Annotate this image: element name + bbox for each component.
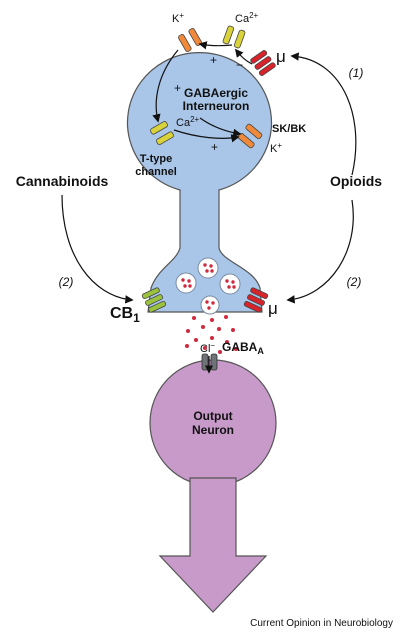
ca-top-label: Ca2+ <box>235 11 259 25</box>
interneuron-label-line1: GABAergic <box>184 86 248 100</box>
synaptic-vesicles <box>175 257 241 315</box>
cb1-receptor-icon <box>141 287 167 313</box>
pathway-arrows <box>61 52 357 374</box>
released-gaba <box>185 315 238 354</box>
opioids-label: Opioids <box>330 173 382 189</box>
cannabinoids-path-2-arrow <box>61 194 134 304</box>
mu-bottom-label: μ <box>268 299 278 318</box>
path-2-right-label: (2) <box>347 275 362 289</box>
mu-to-ca-inhibition-arrow <box>234 48 253 65</box>
gaba-a-label: GABAA <box>222 340 264 356</box>
minus-sign: − <box>236 58 243 72</box>
ttype-to-skbk-arrow <box>173 129 240 143</box>
signalling-arrows <box>152 41 253 143</box>
ca-inner-label: Ca2+ <box>176 115 200 129</box>
output-label-line1: Output <box>193 409 232 423</box>
cl-label: Cl− <box>200 341 215 355</box>
credit-label: Current Opinion in Neurobiology <box>250 618 393 629</box>
vesicle-contents <box>181 263 236 310</box>
opioids-path-1-arrow <box>290 52 357 176</box>
sk-bk-label: SK/BK <box>272 123 306 135</box>
plus-sign-3: + <box>211 140 218 154</box>
k-to-ttype-arrow <box>152 49 179 123</box>
ca-to-k-arrow <box>198 41 233 50</box>
output-label-line2: Neuron <box>192 423 234 437</box>
cb1-label: CB1 <box>110 305 140 325</box>
output-arrow-shape <box>158 477 268 613</box>
mu-receptor-bottom-icon <box>243 287 269 313</box>
interneuron-label-line2: Interneuron <box>183 99 250 113</box>
ttype-label-line1: T-type <box>140 153 172 165</box>
k-right-label: K+ <box>270 141 282 155</box>
cannabinoids-label: Cannabinoids <box>16 173 109 189</box>
mu-receptor-top-icon <box>250 50 276 76</box>
plus-sign-2: + <box>174 81 181 95</box>
inner-ca-arrow <box>199 117 242 138</box>
ca-channel-top-icon <box>222 25 246 49</box>
k-channel-top-icon <box>178 28 202 52</box>
output-neuron <box>149 359 277 613</box>
path-1-label: (1) <box>349 66 364 80</box>
path-2-left-label: (2) <box>59 275 74 289</box>
opioids-path-2-arrow <box>286 199 354 304</box>
mu-top-label: μ <box>276 47 286 66</box>
ttype-channel-icon <box>150 121 174 145</box>
gabaergic-interneuron-shape <box>126 52 273 313</box>
ttype-label-line2: channel <box>135 166 177 178</box>
plus-sign-1: + <box>210 53 217 67</box>
k-top-label: K+ <box>172 11 184 25</box>
